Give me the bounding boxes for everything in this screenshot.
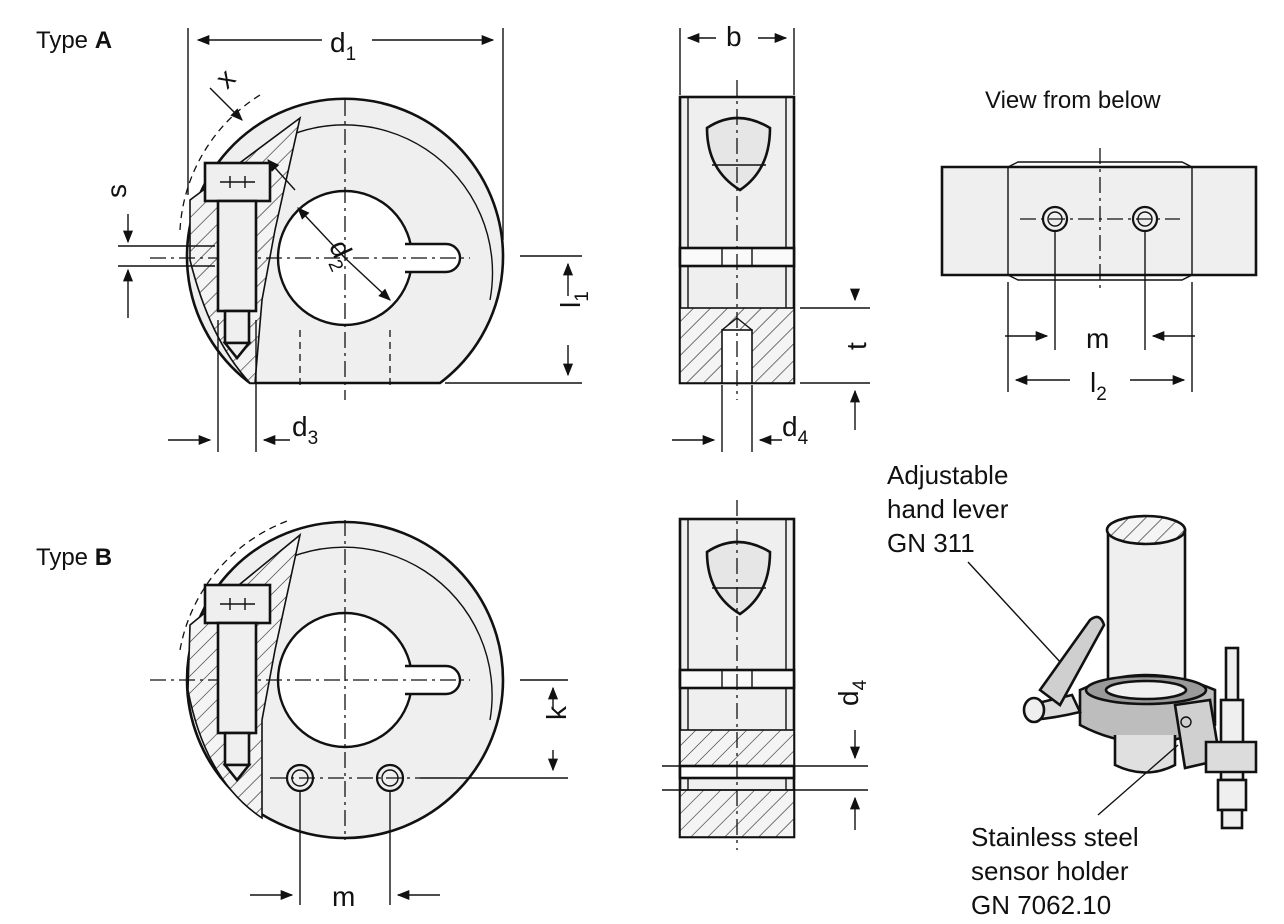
type-b-title: Type B bbox=[36, 544, 112, 571]
type-a-title: Type A bbox=[36, 27, 112, 54]
type-a-front-view: Type A d1 x s bbox=[36, 27, 593, 452]
label-d4-a: d4 bbox=[782, 411, 809, 449]
holder-note: Stainless steel sensor holder GN 7062.10 bbox=[971, 822, 1146, 920]
label-s: s bbox=[101, 184, 132, 198]
view-below-caption: View from below bbox=[985, 87, 1161, 114]
label-d3: d3 bbox=[292, 411, 318, 449]
label-d1: d1 bbox=[330, 27, 356, 65]
label-l2: l2 bbox=[1090, 367, 1107, 405]
label-l1: l1 bbox=[555, 291, 593, 308]
label-d4-b: d4 bbox=[833, 679, 871, 706]
lever-note: Adjustable hand lever GN 311 bbox=[887, 460, 1016, 558]
type-a-side-view: b t d4 bbox=[672, 21, 872, 452]
label-t: t bbox=[841, 342, 872, 350]
application-illustration: Adjustable hand lever GN 311 Stainless s… bbox=[887, 460, 1258, 920]
type-b-front-view: Type B k m bbox=[36, 519, 572, 912]
label-m-below: m bbox=[1086, 323, 1109, 354]
view-from-below: View from below m l2 bbox=[940, 87, 1258, 405]
label-m-b: m bbox=[332, 881, 355, 912]
label-x: x bbox=[209, 63, 241, 95]
label-k: k bbox=[541, 705, 572, 720]
label-b: b bbox=[726, 21, 742, 52]
type-b-side-view: d4 bbox=[662, 500, 871, 850]
